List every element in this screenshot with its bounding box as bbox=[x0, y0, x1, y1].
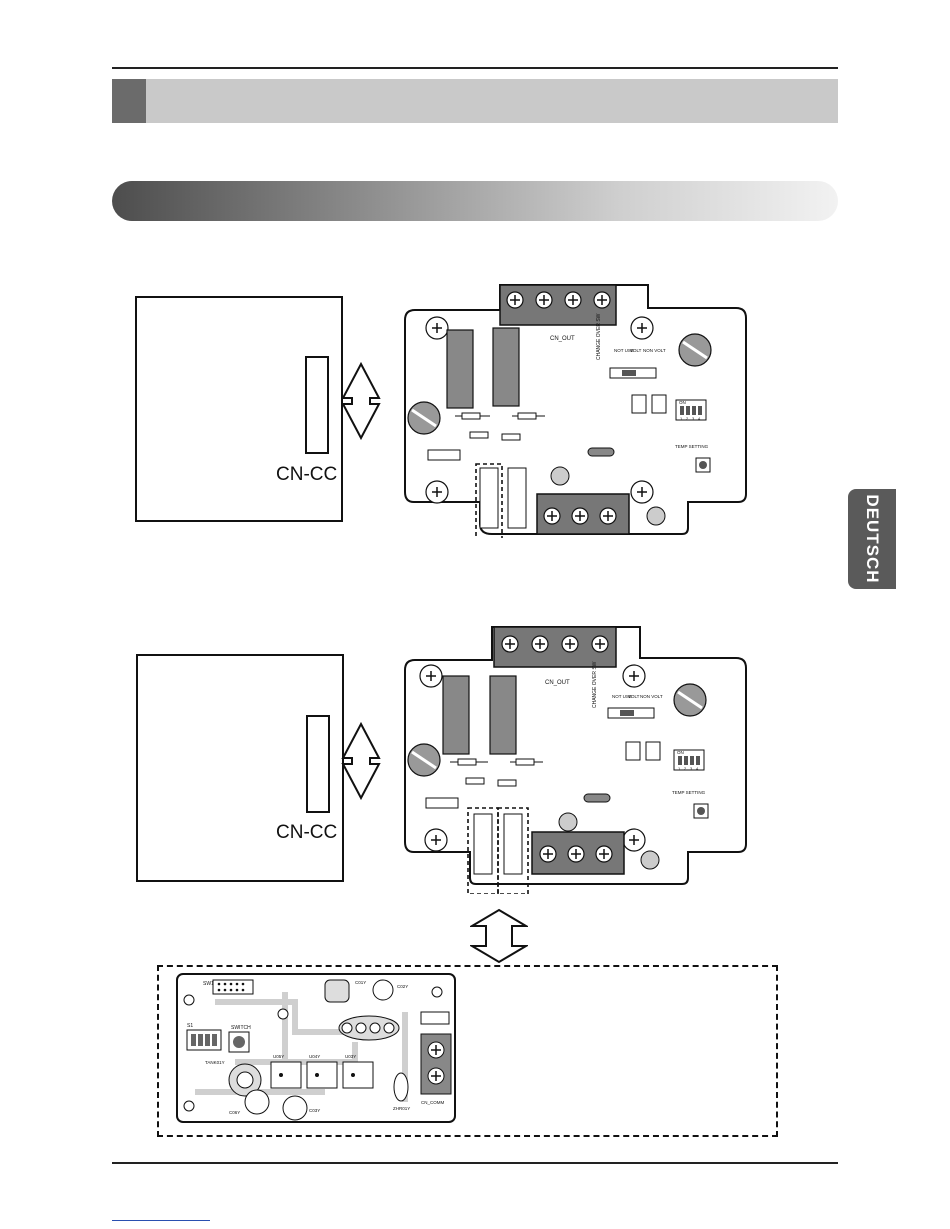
switch-volt-label-1: VOLT bbox=[630, 348, 642, 353]
title-bar bbox=[112, 79, 838, 123]
pcb-u03-label: U03Y bbox=[345, 1054, 356, 1059]
switch-volt-label-2: VOLT bbox=[628, 694, 640, 699]
dip-on-label-2: ON bbox=[677, 750, 684, 755]
pcb-c01-label: C01Y bbox=[355, 980, 366, 985]
remote-pcb: SW1 S1 SWITCH TANK01Y U05Y U04Y U03Y CN_… bbox=[175, 972, 457, 1124]
language-tab: DEUTSCH bbox=[848, 489, 896, 589]
pcb-zhr-label: ZHR01Y bbox=[393, 1106, 410, 1111]
cn-cc-socket-2 bbox=[306, 715, 330, 813]
pcb-c06-label: C06Y bbox=[229, 1110, 240, 1115]
changeover-label-2: CHANGE OVER SW bbox=[592, 661, 598, 708]
pcb-tank-label: TANK01Y bbox=[205, 1060, 225, 1065]
double-arrow-2 bbox=[340, 722, 382, 800]
double-arrow-1 bbox=[340, 362, 382, 440]
cn-out-label-2: CN_OUT bbox=[545, 680, 570, 686]
section-header bbox=[112, 181, 838, 221]
pcb-c03-label: C03Y bbox=[309, 1108, 320, 1113]
double-arrow-3 bbox=[470, 908, 528, 964]
switch-non-volt-label-1: NON VOLT bbox=[643, 348, 666, 353]
pcb-u04-label: U04Y bbox=[309, 1054, 320, 1059]
pcb-comm-label: CN_COMM bbox=[421, 1100, 445, 1105]
control-board-2: CN_OUT CHANGE OVER SW NOT USE VOLT NON V… bbox=[400, 622, 750, 894]
title-accent bbox=[112, 79, 146, 123]
language-tab-label: DEUTSCH bbox=[862, 494, 882, 583]
temp-setting-label-1: TEMP SETTING bbox=[675, 444, 709, 449]
switch-non-volt-label-2: NON VOLT bbox=[640, 694, 663, 699]
cn-cc-label-2: CN-CC bbox=[276, 822, 337, 844]
pcb-s1-label: S1 bbox=[187, 1023, 193, 1029]
footer-link-underline bbox=[112, 1220, 210, 1221]
pcb-c02-label: C02Y bbox=[397, 984, 408, 989]
cn-cc-label-1: CN-CC bbox=[276, 464, 337, 486]
control-board-1: CN_OUT CHANGE OVER SW NOT USE VOLT NON V… bbox=[400, 280, 750, 538]
pcb-u05-label: U05Y bbox=[273, 1054, 284, 1059]
cn-cc-socket-1 bbox=[305, 356, 329, 454]
pcb-sw1-label: SW1 bbox=[203, 981, 214, 987]
cn-out-label-1: CN_OUT bbox=[550, 336, 575, 342]
pcb-switch-label: SWITCH bbox=[231, 1025, 251, 1031]
dip-on-label-1: ON bbox=[679, 400, 686, 405]
changeover-label-1: CHANGE OVER SW bbox=[596, 313, 602, 360]
top-rule bbox=[112, 67, 838, 69]
temp-setting-label-2: TEMP SETTING bbox=[672, 790, 706, 795]
bottom-rule bbox=[112, 1162, 838, 1164]
